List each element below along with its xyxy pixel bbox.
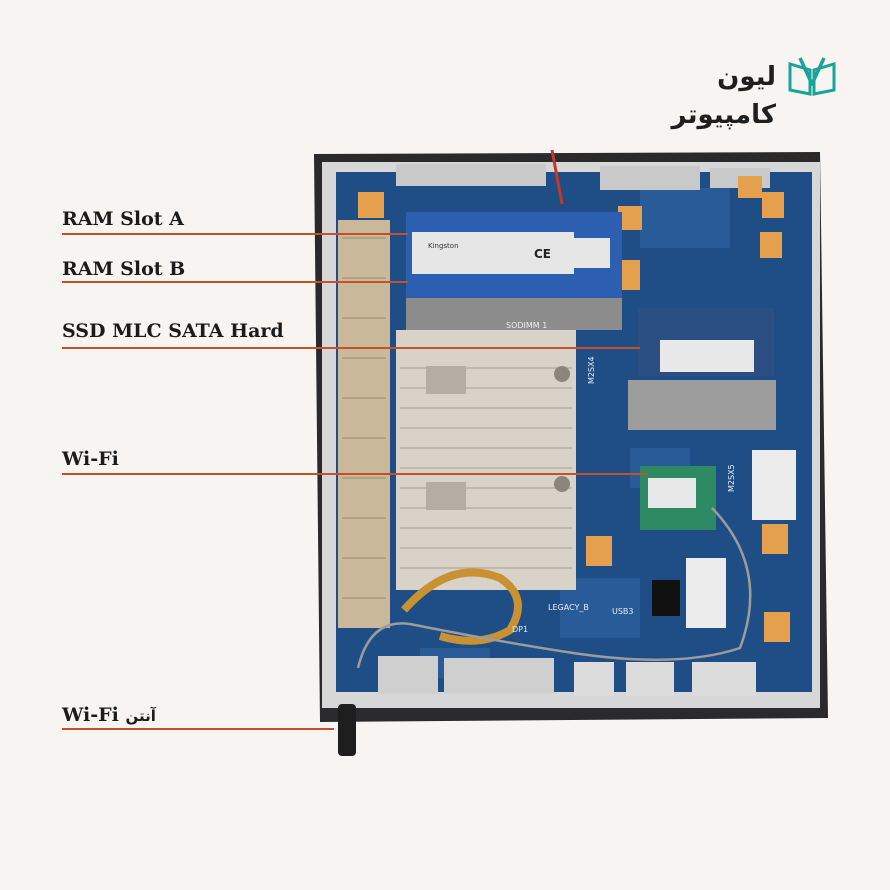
leader-line-ram-slot-b [62,281,408,283]
usb-label: USB3 [612,607,634,616]
leader-line-ssd [62,347,640,349]
leader-line-ram-slot-a [62,233,408,235]
legacy-label: LEGACY_B [548,603,589,612]
callout-ram-slot-a: RAM Slot A [62,208,184,230]
ram-sticker-ce: CE [534,247,551,261]
callout-wifi: Wi-Fi [62,448,119,470]
m2-wifi-label: M2SX5 [727,464,736,492]
m2-ssd-label: M2SX4 [587,356,596,384]
callout-wifi-antenna-text: Wi-Fi [62,704,119,726]
callout-wifi-antenna: Wi-Fi آنتن [62,704,156,726]
leader-line-wifi-antenna [62,728,334,730]
dp-label: DP1 [512,625,528,634]
book-v-logo-icon [788,57,836,96]
mini-pc-motherboard-photo: Kingston CE SODIMM 1 M2SX4 M2SX5 LEGACY_… [314,149,828,756]
callout-ram-slot-b: RAM Slot B [62,258,186,280]
brand-name: لیون کامپیوتر [671,62,776,130]
leader-line-wifi [62,473,648,475]
callout-wifi-antenna-suffix: آنتن [125,707,156,725]
ram-sticker-brand: Kingston [428,242,459,250]
sodimm-label: SODIMM 1 [506,321,547,330]
callout-ssd: SSD MLC SATA Hard [62,320,284,342]
